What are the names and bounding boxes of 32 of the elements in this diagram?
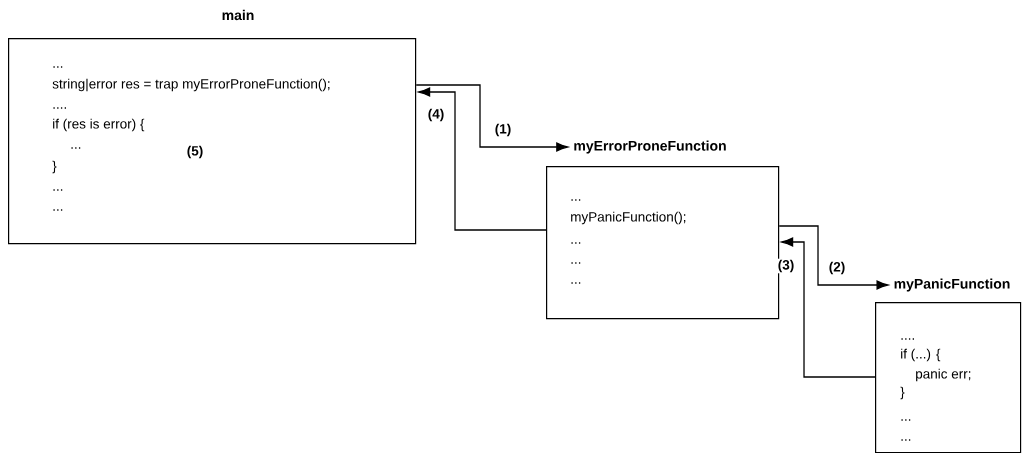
node-label: ... bbox=[901, 419, 911, 421]
node-label: .... bbox=[901, 338, 914, 340]
node-label: ... bbox=[53, 66, 63, 68]
node-label: panic err; bbox=[916, 368, 971, 382]
node-label: } bbox=[52, 160, 57, 174]
code-box: .... if (...) { panic err; } ... ... bbox=[875, 302, 1022, 453]
node-label: ... bbox=[571, 242, 581, 244]
arrow bbox=[778, 225, 889, 290]
node-label: .... bbox=[53, 107, 66, 109]
edge-label: (4) bbox=[426, 107, 446, 123]
arrow bbox=[418, 87, 547, 231]
node-label: ... bbox=[53, 189, 63, 191]
arrow bbox=[415, 84, 569, 152]
node-label: ... bbox=[571, 262, 581, 264]
arrow bbox=[781, 237, 876, 378]
node-label: ... bbox=[901, 439, 911, 441]
step-number: (5) bbox=[187, 145, 203, 159]
function-title: myErrorProneFunction bbox=[574, 140, 726, 154]
node-label: if (...) { bbox=[901, 348, 941, 362]
node-label: string|error res = trap myErrorProneFunction(); bbox=[52, 78, 330, 92]
node-label: ... bbox=[71, 147, 81, 149]
node-label: if (res is error) { bbox=[53, 118, 145, 132]
node-label: ... bbox=[53, 209, 63, 211]
function-title: myPanicFunction bbox=[894, 278, 1010, 292]
node-label: } bbox=[900, 386, 905, 400]
edge-label: (3) bbox=[776, 258, 796, 274]
function-title: main bbox=[222, 9, 254, 21]
edge-label: (2) bbox=[827, 260, 847, 276]
node-label: ... bbox=[571, 199, 581, 201]
edge-label: (1) bbox=[493, 122, 513, 138]
node-label: ... bbox=[571, 282, 581, 284]
node-label: myPanicFunction(); bbox=[571, 211, 686, 225]
